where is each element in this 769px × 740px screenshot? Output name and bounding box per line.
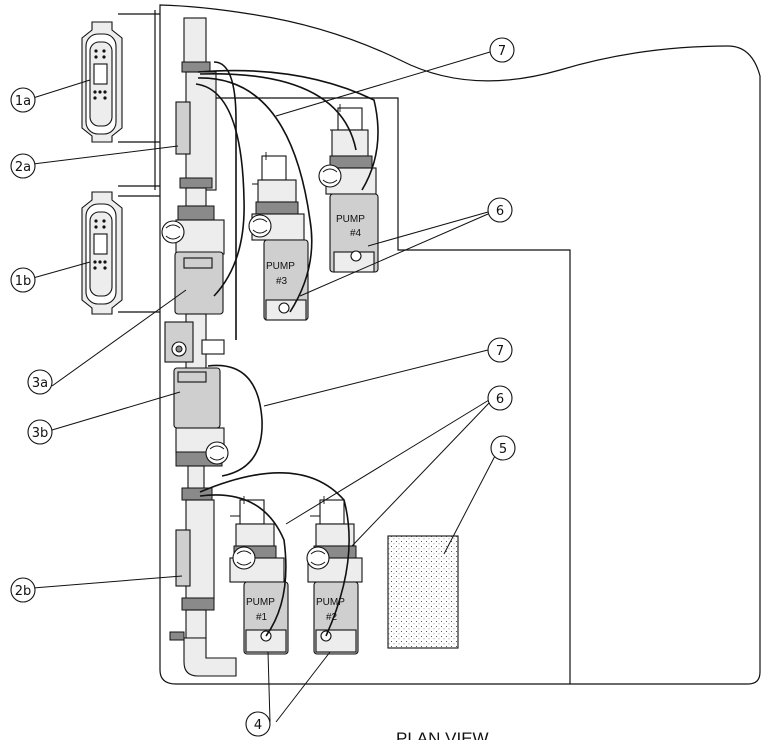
pump-3-number: #3 [276, 276, 288, 287]
callout-2a-label: 2a [15, 160, 31, 175]
pump-1-label: PUMP [246, 597, 275, 608]
pump-1-number: #1 [256, 612, 268, 623]
callout-3a-label: 3a [32, 376, 48, 391]
callout-1b-label: 1b [15, 274, 32, 289]
callout-7-lower: 7 [487, 337, 513, 363]
pump-4-label: PUMP [336, 214, 365, 225]
callout-3a: 3a [27, 369, 53, 395]
callout-1a-label: 1a [15, 94, 31, 109]
pump-3-label: PUMP [266, 261, 295, 272]
gauge-icon [161, 220, 185, 244]
pump-3: PUMP #3 [248, 152, 309, 321]
callout-6-upper: 6 [487, 197, 513, 223]
gauge-icon [205, 441, 229, 465]
callout-5-label: 5 [499, 442, 507, 457]
sensor-module [164, 321, 225, 363]
controller-1b [81, 191, 123, 315]
keypad-dots-icon [93, 219, 107, 270]
mounting-panel [159, 4, 761, 685]
callout-7-upper-label: 7 [498, 44, 506, 59]
diagram-caption: PLAN VIEW [396, 729, 489, 740]
callout-7-lower-label: 7 [496, 344, 504, 359]
callout-1b: 1b [10, 267, 36, 293]
callout-6-lower-label: 6 [496, 392, 504, 407]
pump-2-label: PUMP [316, 597, 345, 608]
pump-1: PUMP #1 [229, 496, 289, 655]
controller-1a [81, 21, 123, 143]
callout-6-lower: 6 [487, 385, 513, 411]
keypad-dots-icon [93, 49, 107, 100]
callout-2b: 2b [10, 577, 36, 603]
pump-4-number: #4 [350, 228, 362, 239]
callout-2b-label: 2b [15, 584, 32, 599]
callout-5: 5 [490, 435, 516, 461]
wall-bracket-lower [118, 195, 160, 313]
tubing [195, 61, 379, 637]
pump-2-number: #2 [326, 612, 338, 623]
callout-2a: 2a [10, 153, 36, 179]
callout-4: 4 [245, 711, 271, 737]
pump-2: PUMP #2 [306, 496, 363, 655]
callout-7-upper: 7 [489, 37, 515, 63]
callout-3b: 3b [27, 419, 53, 445]
chemical-storage-area [387, 535, 459, 649]
callout-1a: 1a [10, 87, 36, 113]
callout-6-upper-label: 6 [496, 204, 504, 219]
callout-4-label: 4 [254, 718, 262, 733]
wall-bracket-upper [118, 10, 160, 190]
leader-lines [32, 51, 497, 723]
callout-3b-label: 3b [32, 426, 49, 441]
